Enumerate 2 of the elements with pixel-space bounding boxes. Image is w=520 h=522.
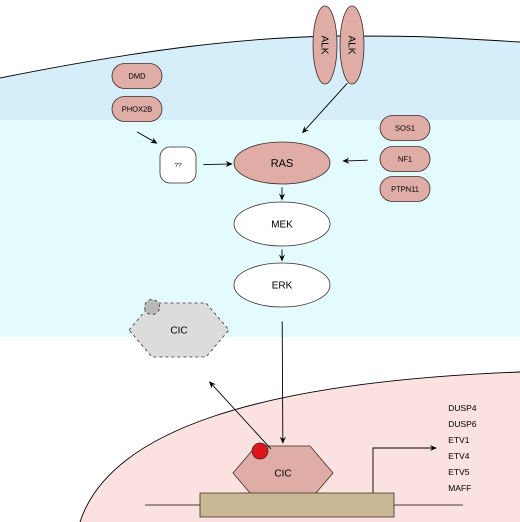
promoter-bar: [200, 492, 394, 518]
gene-list: DUSP4 DUSP6 ETV1 ETV4 ETV5 MAFF: [448, 405, 476, 491]
